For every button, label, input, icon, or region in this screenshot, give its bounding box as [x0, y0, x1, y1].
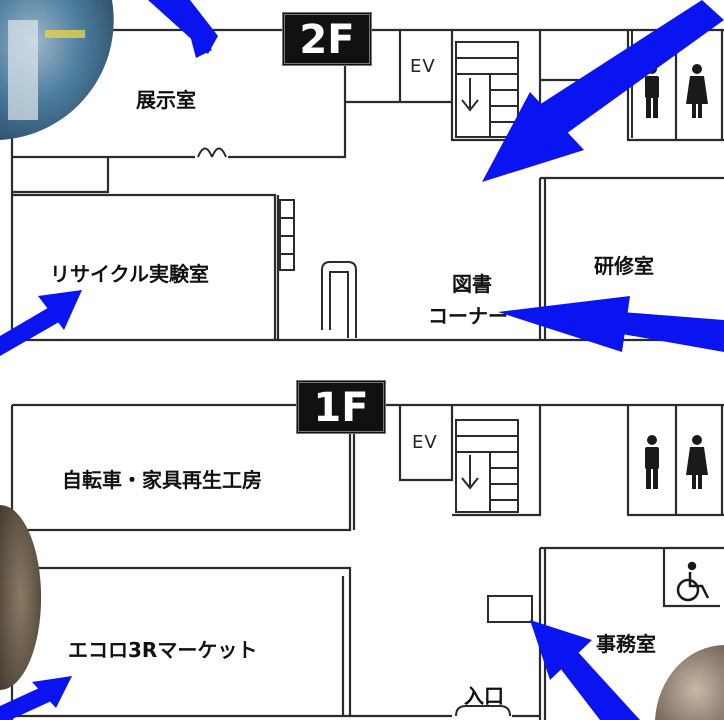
pointer-arrow-icon — [498, 296, 724, 352]
floor-2f-details — [197, 30, 633, 338]
pointer-arrow-icon — [530, 620, 640, 720]
floor-tag-1f: 1F — [296, 380, 386, 434]
female-restroom-icon — [686, 64, 708, 118]
elevator-label-1f: EV — [412, 432, 438, 453]
entrance-label: 入口 — [464, 684, 504, 708]
pointer-arrow-icon — [148, 0, 218, 58]
elevator-label-2f: EV — [410, 56, 436, 77]
male-restroom-icon — [645, 435, 659, 489]
floor-1f-walls — [10, 403, 724, 720]
room-library-line1: 図書 — [452, 272, 492, 296]
room-workshop: 自転車・家具再生工房 — [62, 468, 262, 492]
floor-tag-2f: 2F — [282, 12, 372, 66]
stairs-down-icon — [461, 455, 479, 490]
room-recycle-lab: リサイクル実験室 — [50, 262, 209, 286]
room-exhibition: 展示室 — [136, 88, 196, 112]
pointer-arrow-icon — [0, 676, 72, 720]
room-training: 研修室 — [594, 254, 654, 278]
room-market: エコロ3Rマーケット — [68, 638, 258, 662]
photo-corner-bottom-right — [655, 645, 724, 720]
wheelchair-icon — [676, 561, 710, 602]
floor-1f-details — [455, 419, 533, 717]
stairs-down-icon — [461, 78, 479, 112]
photo-corner-top-left — [0, 0, 114, 140]
room-library-line2: コーナー — [428, 304, 508, 328]
pointer-arrow-icon — [0, 290, 82, 356]
female-restroom-icon — [686, 435, 708, 489]
pointer-arrow-icon — [482, 0, 724, 182]
photo-corner-left — [0, 505, 42, 690]
room-office: 事務室 — [596, 632, 656, 656]
